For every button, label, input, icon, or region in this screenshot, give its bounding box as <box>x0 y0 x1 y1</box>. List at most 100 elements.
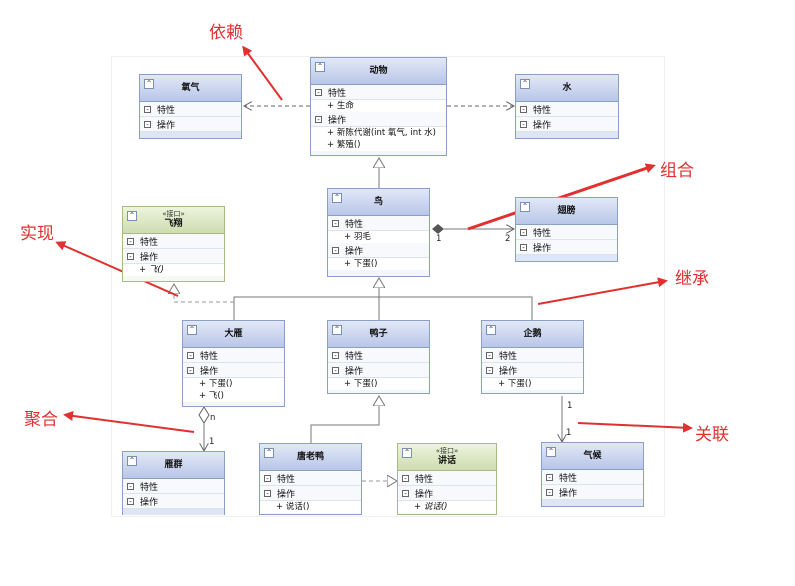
collapse-box-icon[interactable]: - <box>315 115 322 123</box>
attrs-label: 特性 <box>140 237 159 248</box>
collapse-box-icon[interactable]: - <box>546 488 553 496</box>
attribute: + 生命 <box>311 100 446 112</box>
collapse-box-icon[interactable]: - <box>332 219 339 227</box>
ops-label: 操作 <box>140 252 159 263</box>
operation: + 说话() <box>398 501 496 513</box>
collapse-icon[interactable]: ^ <box>486 325 496 335</box>
class-climate[interactable]: ^气候 -特性 -操作 <box>541 442 644 507</box>
collapse-box-icon[interactable]: - <box>187 366 194 374</box>
class-name: 鸟 <box>373 197 383 207</box>
collapse-icon[interactable]: ^ <box>127 211 137 221</box>
class-duck[interactable]: ^ 鸭子 -特性 -操作 + 下蛋() <box>327 320 430 394</box>
attrs-label: 特性 <box>345 351 364 362</box>
class-goose[interactable]: ^大雁 -特性 -操作 + 下蛋() + 飞() <box>182 320 285 407</box>
interface-speak[interactable]: ^«接口»讲话 -特性 -操作 + 说话() <box>397 443 497 515</box>
attrs-label: 特性 <box>200 351 219 362</box>
collapse-box-icon[interactable]: - <box>520 105 527 113</box>
collapse-icon[interactable]: ^ <box>546 447 556 457</box>
annotation-inheritance: 继承 <box>675 269 709 289</box>
collapse-icon[interactable]: ^ <box>332 325 342 335</box>
collapse-icon[interactable]: ^ <box>144 79 154 89</box>
attrs-label: 特性 <box>533 105 552 116</box>
class-donald-duck[interactable]: ^唐老鸭 -特性 -操作 + 说话() <box>259 443 362 515</box>
multiplicity-composition-target: 2 <box>505 234 511 244</box>
ops-label: 操作 <box>277 489 296 500</box>
collapse-box-icon[interactable]: - <box>127 497 134 505</box>
class-oxygen[interactable]: ^ 氧气 -特性 -操作 <box>139 74 242 139</box>
multiplicity-composition-source: 1 <box>436 234 442 244</box>
collapse-box-icon[interactable]: - <box>332 366 339 374</box>
operation: + 下蛋() <box>482 378 583 390</box>
class-name: 鸭子 <box>369 329 388 339</box>
class-name: 氧气 <box>181 83 200 93</box>
collapse-icon[interactable]: ^ <box>315 62 325 72</box>
attrs-label: 特性 <box>328 88 347 99</box>
ops-label: 操作 <box>345 246 364 257</box>
ops-label: 操作 <box>533 243 552 254</box>
collapse-box-icon[interactable]: - <box>332 246 339 254</box>
collapse-box-icon[interactable]: - <box>402 474 409 482</box>
operation: + 下蛋() <box>328 258 429 270</box>
operation: + 下蛋() <box>328 378 429 390</box>
class-flock[interactable]: ^雁群 -特性 -操作 <box>122 451 225 515</box>
interface-fly[interactable]: ^«接口»飞翔 -特性 -操作 + 飞() <box>122 206 225 282</box>
collapse-icon[interactable]: ^ <box>264 448 274 458</box>
attrs-label: 特性 <box>157 105 176 116</box>
operation: + 说话() <box>260 501 361 513</box>
attrs-label: 特性 <box>499 351 518 362</box>
collapse-box-icon[interactable]: - <box>127 252 134 260</box>
collapse-icon[interactable]: ^ <box>402 448 412 458</box>
attrs-label: 特性 <box>345 219 364 230</box>
collapse-box-icon[interactable]: - <box>332 351 339 359</box>
collapse-box-icon[interactable]: - <box>144 105 151 113</box>
collapse-box-icon[interactable]: - <box>127 237 134 245</box>
operation: + 繁殖() <box>311 139 446 151</box>
class-penguin[interactable]: ^企鹅 -特性 -操作 + 下蛋() <box>481 320 584 394</box>
collapse-box-icon[interactable]: - <box>520 120 527 128</box>
ops-label: 操作 <box>157 120 176 131</box>
collapse-box-icon[interactable]: - <box>264 489 271 497</box>
ops-label: 操作 <box>559 488 578 499</box>
class-name: 唐老鸭 <box>296 452 324 462</box>
collapse-box-icon[interactable]: - <box>315 88 322 96</box>
class-animal[interactable]: ^动物 -特性 + 生命 -操作 + 新陈代谢(int 氧气, int 水) +… <box>310 57 447 156</box>
collapse-box-icon[interactable]: - <box>546 473 553 481</box>
class-water[interactable]: ^水 -特性 -操作 <box>515 74 619 139</box>
operation: + 飞() <box>183 390 284 402</box>
multiplicity-association-target: 1 <box>566 428 572 438</box>
operation: + 新陈代谢(int 氧气, int 水) <box>311 127 446 139</box>
ops-label: 操作 <box>345 366 364 377</box>
collapse-box-icon[interactable]: - <box>402 489 409 497</box>
class-wing[interactable]: ^翅膀 -特性 -操作 <box>515 197 618 262</box>
collapse-box-icon[interactable]: - <box>520 228 527 236</box>
class-name: 水 <box>562 83 572 93</box>
collapse-icon[interactable]: ^ <box>187 325 197 335</box>
ops-label: 操作 <box>328 115 347 126</box>
collapse-box-icon[interactable]: - <box>144 120 151 128</box>
class-name: 讲话 <box>437 456 456 466</box>
collapse-box-icon[interactable]: - <box>264 474 271 482</box>
collapse-icon[interactable]: ^ <box>520 79 530 89</box>
annotation-association: 关联 <box>695 425 729 445</box>
operation: + 下蛋() <box>183 378 284 390</box>
attrs-label: 特性 <box>533 228 552 239</box>
multiplicity-aggregation-target: 1 <box>209 437 215 447</box>
collapse-box-icon[interactable]: - <box>486 351 493 359</box>
collapse-box-icon[interactable]: - <box>127 482 134 490</box>
class-name: 动物 <box>369 66 388 76</box>
multiplicity-association-source: 1 <box>567 401 573 411</box>
collapse-icon[interactable]: ^ <box>127 456 137 466</box>
stereotype: «接口» <box>162 210 185 218</box>
collapse-box-icon[interactable]: - <box>187 351 194 359</box>
collapse-icon[interactable]: ^ <box>332 193 342 203</box>
annotation-realization: 实现 <box>20 224 54 244</box>
attrs-label: 特性 <box>140 482 159 493</box>
class-name: 气候 <box>583 451 602 461</box>
class-bird[interactable]: ^鸟 -特性 + 羽毛 -操作 + 下蛋() <box>327 188 430 277</box>
annotation-dependency: 依赖 <box>209 23 243 43</box>
collapse-icon[interactable]: ^ <box>520 202 530 212</box>
collapse-box-icon[interactable]: - <box>486 366 493 374</box>
collapse-box-icon[interactable]: - <box>520 243 527 251</box>
class-name: 飞翔 <box>164 219 183 229</box>
ops-label: 操作 <box>200 366 219 377</box>
